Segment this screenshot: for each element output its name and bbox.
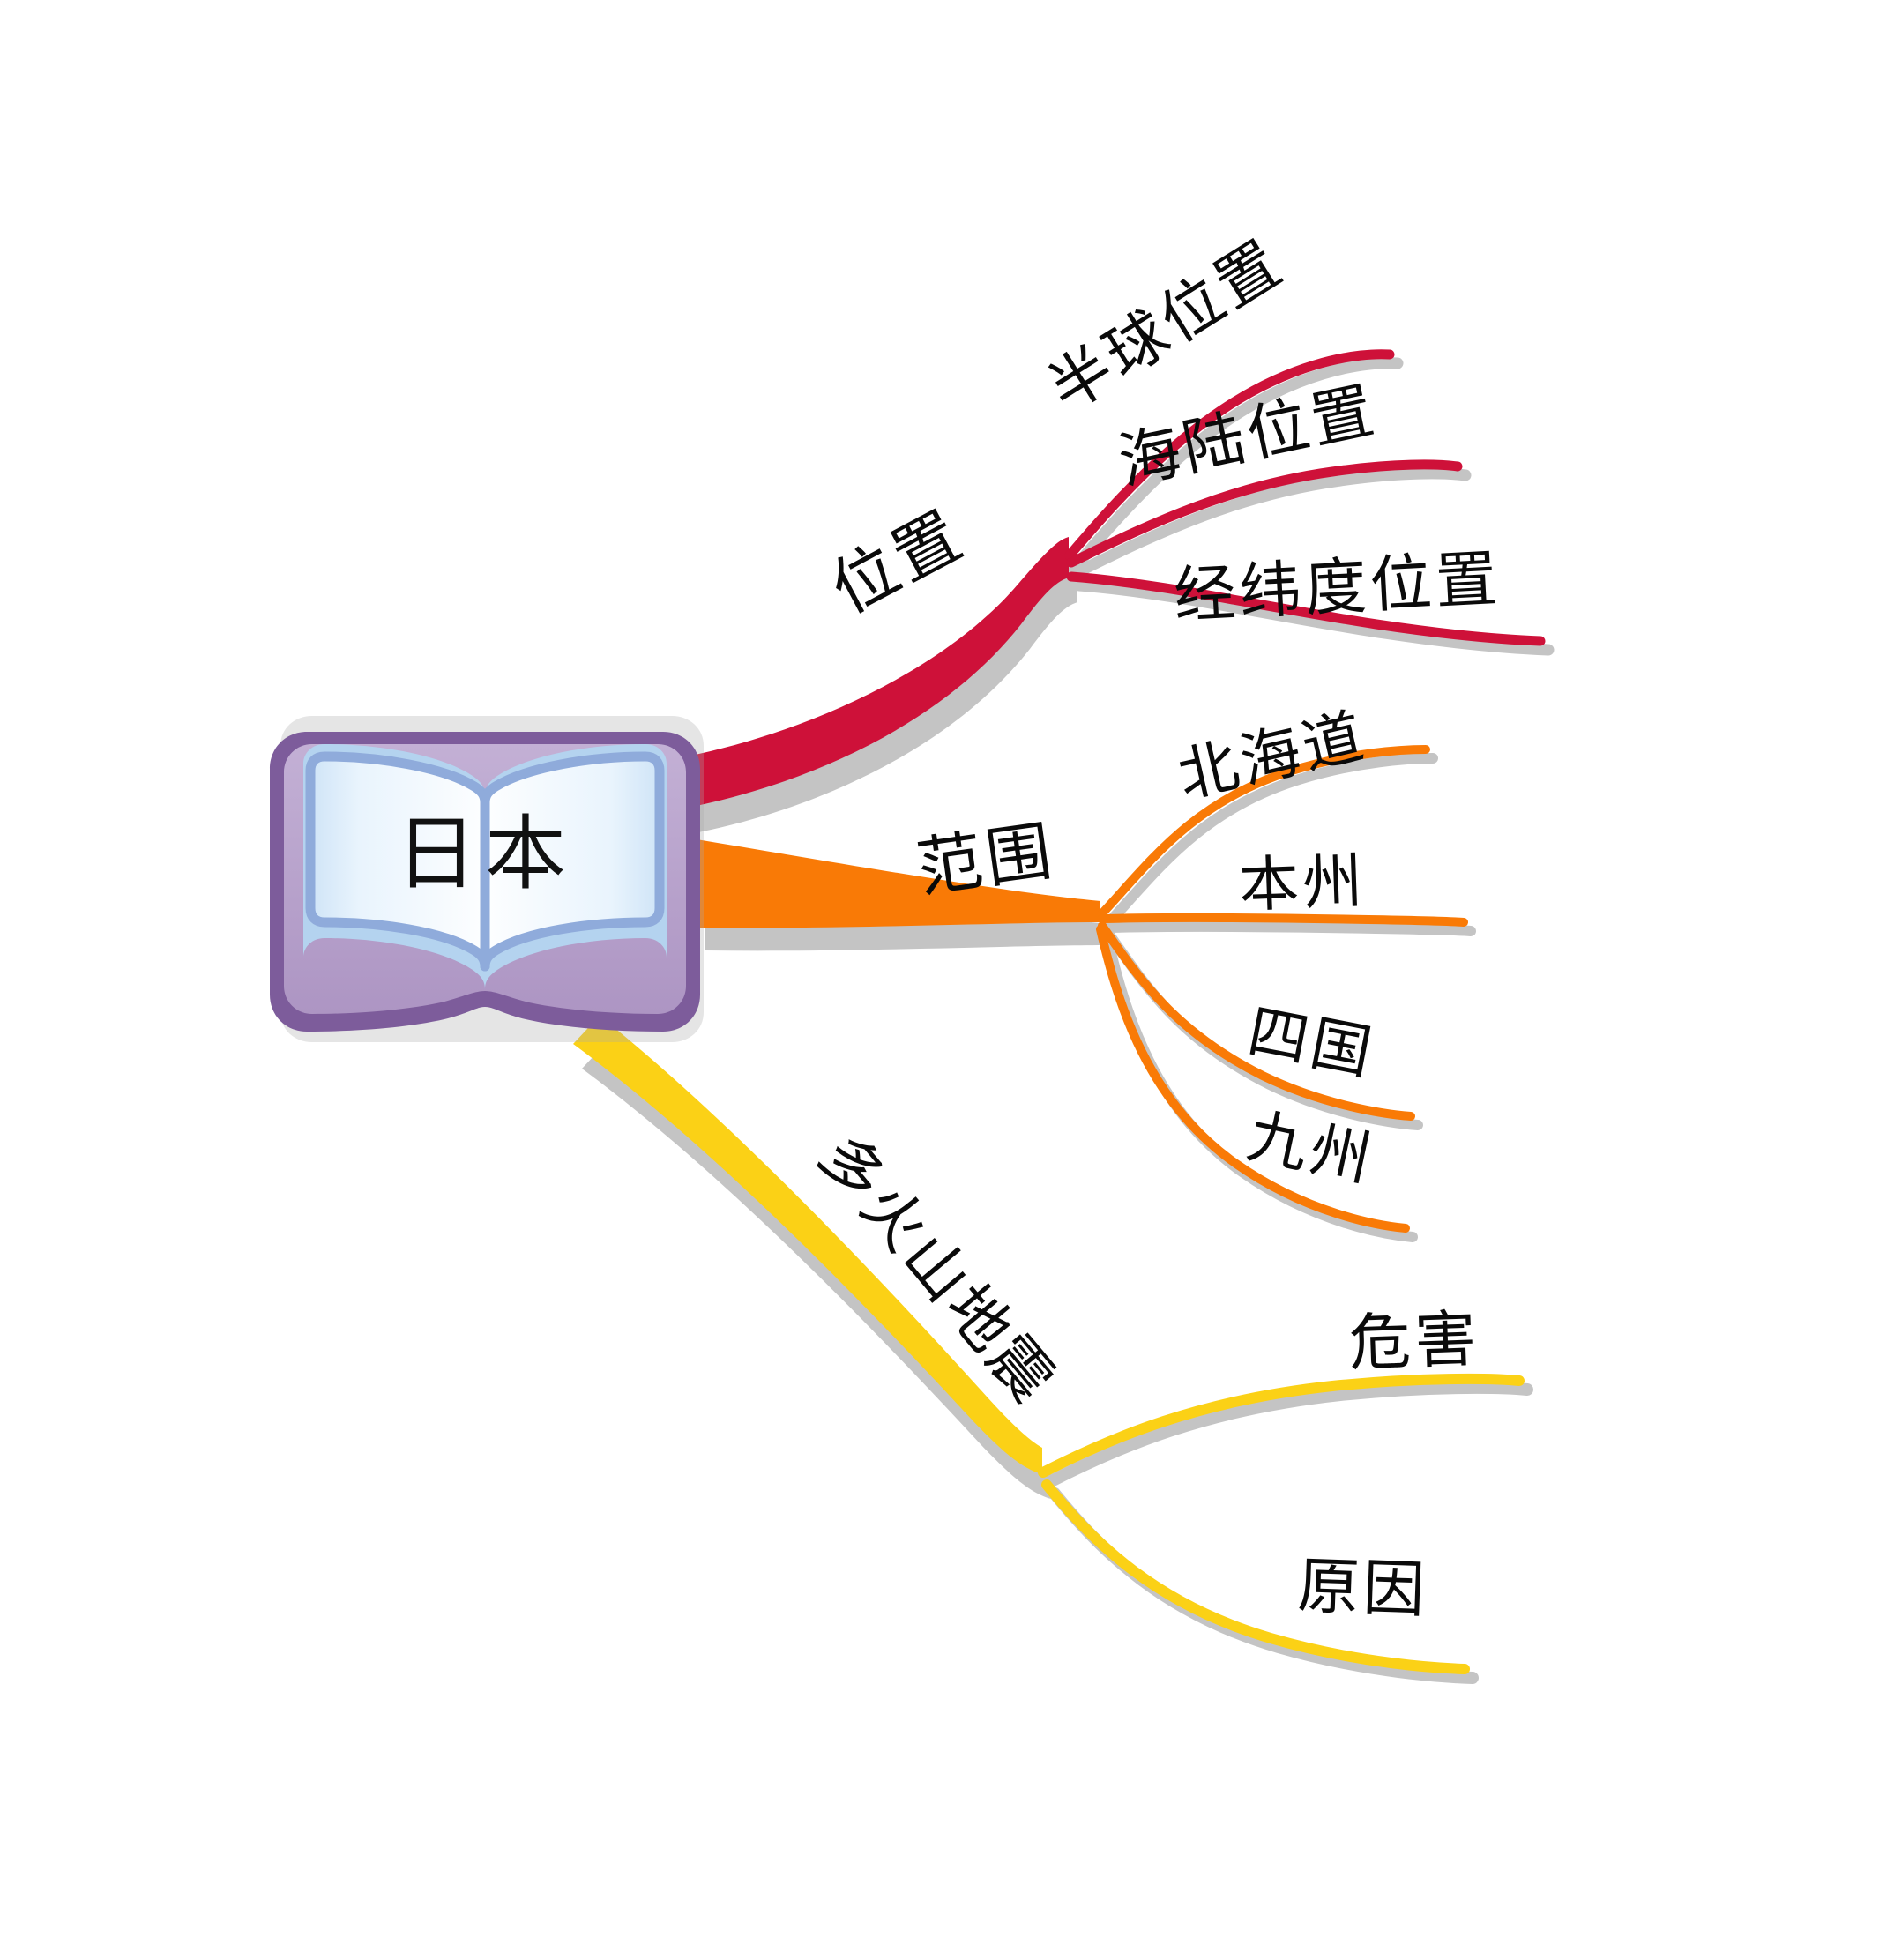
branch-volcanoes-child-0-label: 危害	[1348, 1306, 1481, 1378]
branch-extent-child-1-label: 本州	[1238, 848, 1368, 920]
branch-volcanoes-trunk	[573, 1016, 1042, 1474]
branch-extent[interactable]: 范围 北海道 本州 四国 九州	[697, 702, 1476, 1242]
branch-extent-sub4-shadow	[1102, 933, 1418, 1242]
branch-extent-sub2-line	[1098, 913, 1468, 927]
branch-location-sub1-shadow	[1071, 357, 1404, 570]
branch-location-sub2-shadow	[1073, 467, 1472, 578]
branch-location-trunk	[686, 537, 1069, 808]
branch-volcanoes-child-1-label: 原因	[1296, 1553, 1429, 1625]
branch-extent-sub1-line	[1098, 745, 1430, 918]
central-node[interactable]: 日本	[270, 716, 704, 1042]
branch-volcanoes-sub1-shadow	[1045, 1381, 1533, 1487]
branch-location-child-2-label: 经纬度位置	[1173, 546, 1503, 630]
branch-location-sub1-line	[1064, 349, 1395, 561]
central-node-label: 日本	[396, 809, 574, 899]
branch-extent-sub1-shadow	[1104, 753, 1438, 928]
branch-location-sub3-shadow	[1073, 579, 1555, 656]
branch-extent-sub3-line	[1098, 921, 1415, 1121]
branch-location-sub3-line	[1066, 571, 1546, 646]
branch-extent-sub2-shadow	[1104, 920, 1476, 936]
book-page-outline-right	[480, 751, 665, 972]
branch-volcanoes-trunk-shadow	[582, 1040, 1051, 1499]
branch-extent-trunk	[697, 839, 1100, 928]
branch-extent-label: 范围	[913, 816, 1060, 906]
branch-location[interactable]: 位置 半球位置 海陆位置 经纬度位置	[686, 229, 1555, 832]
branch-extent-sub4-line	[1096, 925, 1410, 1233]
branch-location-label: 位置	[820, 499, 976, 628]
branch-volcanoes-sub2-line	[1041, 1479, 1470, 1674]
book-page-outline-left	[305, 751, 490, 972]
branch-volcanoes-sub1-line	[1038, 1373, 1525, 1478]
branch-location-sub2-line	[1066, 459, 1463, 568]
